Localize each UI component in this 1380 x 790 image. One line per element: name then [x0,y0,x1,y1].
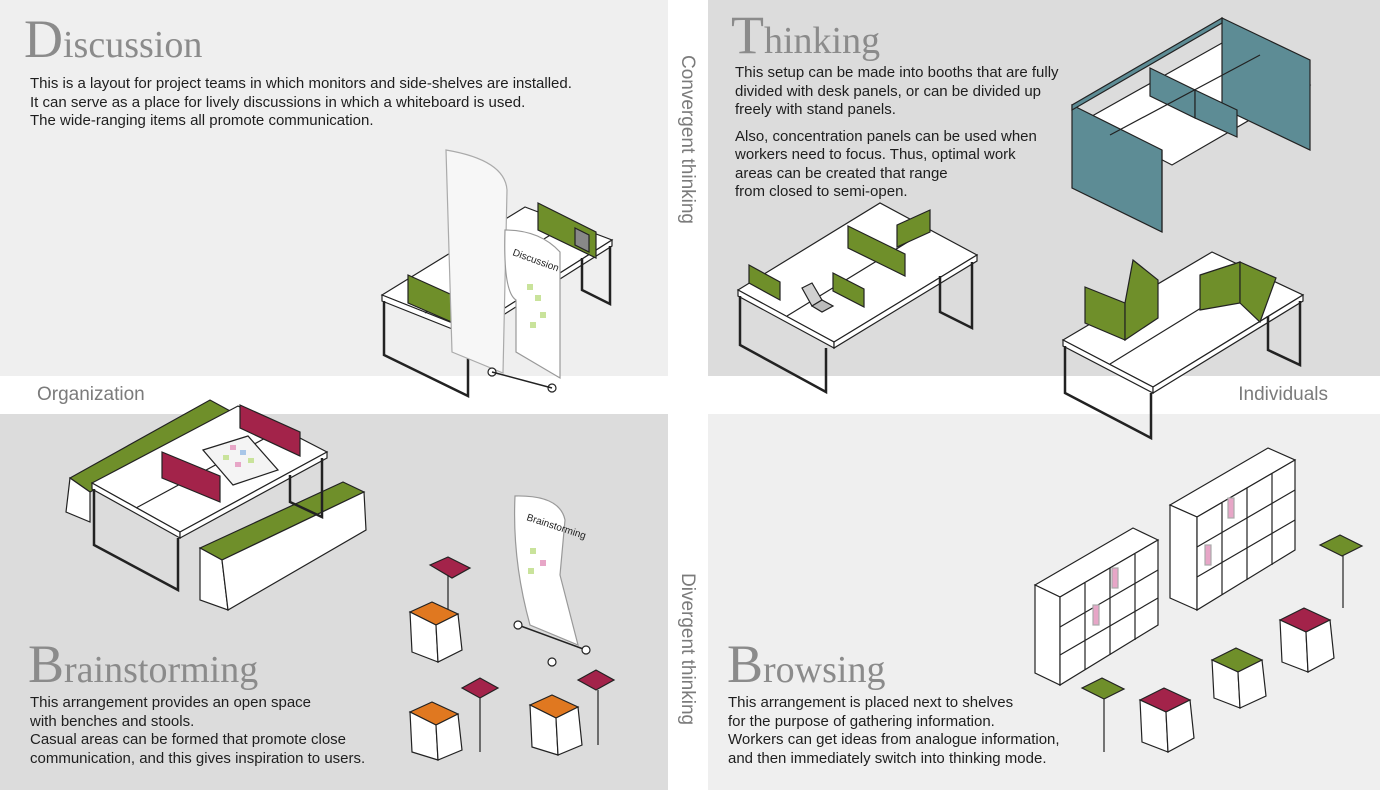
brainstorming-description: This arrangement provides an open space … [30,694,366,767]
axis-label-individuals: Individuals [1238,384,1328,405]
thinking-stand-panel-desk-illustration [1061,251,1305,441]
brainstorming-whiteboard-illustration: Brainstorming [513,495,591,667]
browsing-shelves-illustration [1033,447,1297,687]
thinking-title: Thinking [731,5,881,65]
thinking-booth-illustration [1071,16,1312,233]
thinking-panel-desk-illustration [736,202,979,395]
browsing-title: Browsing [727,634,886,694]
browsing-stools-illustration [1080,534,1364,753]
brainstorming-table-illustration [65,399,367,611]
axis-label-convergent-thinking: Convergent thinking [677,55,698,224]
brainstorming-title: Brainstorming [28,634,259,694]
browsing-description: This arrangement is placed next to shelv… [728,694,1060,767]
brainstorming-stools-illustration [408,556,616,761]
discussion-description: This is a layout for project teams in wh… [30,75,572,129]
discussion-desk-illustration: Discussion [380,149,614,399]
discussion-title: Discussion [24,9,203,69]
axis-label-organization: Organization [37,384,145,405]
axis-label-divergent-thinking: Divergent thinking [677,573,698,726]
thinking-description: This setup can be made into booths that … [735,64,1059,200]
